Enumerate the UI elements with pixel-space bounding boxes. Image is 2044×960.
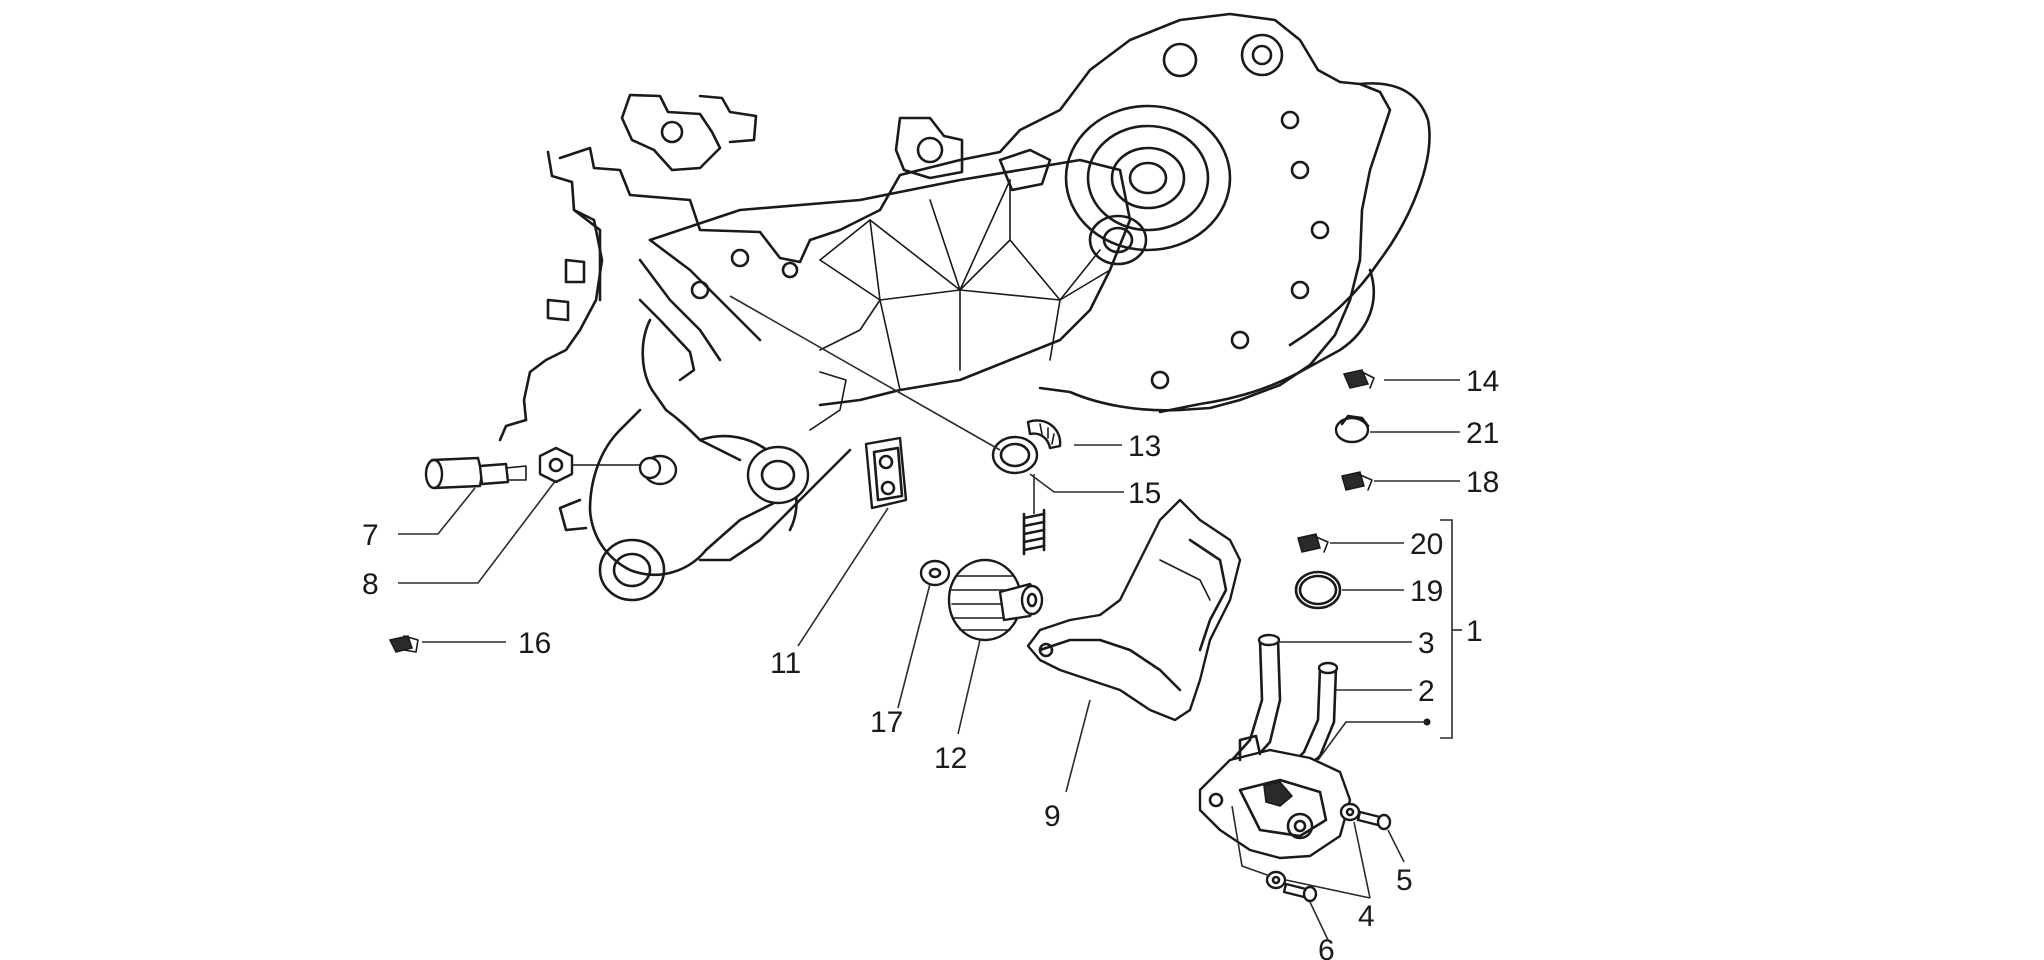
callout-15: 15 — [1128, 477, 1161, 510]
callout-13: 12 — [934, 742, 967, 775]
callout-4: 4 — [1358, 900, 1375, 933]
callout-8: 8 — [362, 568, 379, 601]
part-19-band-clip — [1294, 570, 1342, 610]
part-9-shaft-sleeve — [424, 456, 527, 490]
part-12-plate — [864, 436, 908, 510]
leader-lines — [398, 295, 1462, 941]
part-18-clip — [1341, 471, 1373, 491]
callout-18: 18 — [1466, 466, 1499, 499]
part-15-spring — [1022, 508, 1046, 556]
callout-16: 16 — [518, 627, 551, 660]
callout-14: 14 — [1466, 365, 1499, 398]
callout-3: 3 — [1418, 627, 1435, 660]
part-20-clip — [1297, 533, 1329, 553]
callout-11: 13 — [1128, 430, 1161, 463]
callout-labels: 7 8 16 11 17 12 9 13 15 14 21 18 20 19 3… — [362, 365, 1499, 960]
callout-2: 2 — [1418, 675, 1435, 708]
callout-5: 5 — [1396, 864, 1413, 897]
callout-20: 20 — [1410, 528, 1443, 561]
callout-21: 21 — [1466, 417, 1499, 450]
callout-1: 1 — [1466, 615, 1483, 648]
part-11-bushing-gear — [991, 419, 1062, 475]
part-13-drive-gear — [947, 558, 1044, 642]
crankcase-housing — [498, 12, 1431, 602]
callout-7: 9 — [1044, 800, 1061, 833]
callout-9: 7 — [362, 519, 379, 552]
part-16-fitting — [388, 635, 419, 653]
part-21-clamp — [1334, 414, 1370, 444]
part-17-washer — [919, 559, 951, 587]
callout-19: 19 — [1410, 575, 1443, 608]
part-8-nut — [538, 446, 662, 484]
part-14-clip — [1342, 369, 1375, 389]
callout-6: 6 — [1318, 934, 1335, 960]
callout-12: 11 — [770, 647, 801, 680]
part-7-cover — [1026, 498, 1242, 722]
callout-17: 17 — [870, 706, 903, 739]
oil-pump-assembly — [1198, 633, 1431, 903]
